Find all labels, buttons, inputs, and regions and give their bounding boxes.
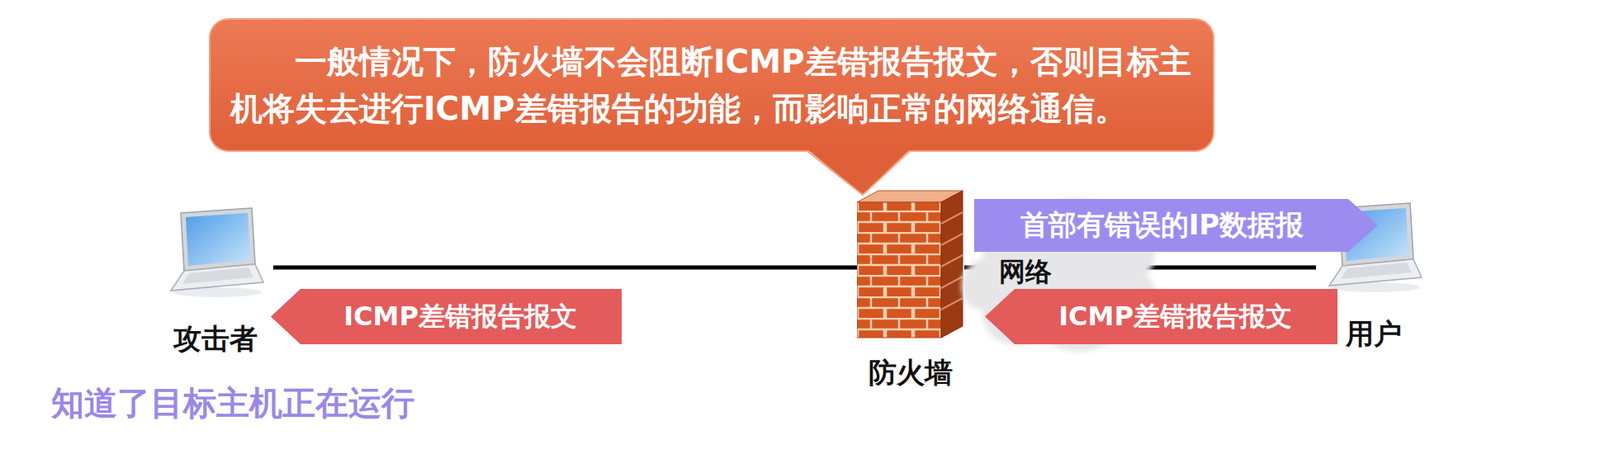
banner-text: ICMP差错报告报文 xyxy=(1058,298,1293,336)
banner-node: 首部有错误的IP数据报 xyxy=(974,198,1378,252)
cloud-text: 网络 xyxy=(998,254,1052,291)
laptop-lid xyxy=(180,208,256,271)
arrow-banner-body xyxy=(984,288,1338,345)
callout-pointer-body xyxy=(807,149,910,195)
laptop-icon xyxy=(165,206,266,299)
banner-node: ICMP差错报告报文 xyxy=(984,288,1338,345)
wall-side xyxy=(941,190,963,338)
callout-pointer-edge xyxy=(807,151,910,195)
callout-node: 一般情况下，防火墙不会阻断ICMP差错报告报文，否则目标主机将失去进行ICMP差… xyxy=(208,18,1215,152)
callout-pointer xyxy=(210,149,219,158)
banner-text: ICMP差错报告报文 xyxy=(343,298,578,336)
callout-text: 一般情况下，防火墙不会阻断ICMP差错报告报文，否则目标主机将失去进行ICMP差… xyxy=(230,37,1193,133)
wall-front xyxy=(856,202,942,338)
note-text: 知道了目标主机正在运行 xyxy=(51,383,415,423)
laptop-node: 攻击者 xyxy=(157,206,274,359)
laptop-keyboard xyxy=(182,267,254,285)
laptop-base xyxy=(170,264,264,291)
banner-text: 首部有错误的IP数据报 xyxy=(1020,206,1305,245)
link-line xyxy=(273,265,857,270)
laptop-base xyxy=(1329,259,1422,286)
laptop-screen xyxy=(185,213,251,266)
laptop-text: 攻击者 xyxy=(173,320,258,359)
firewall-text: 防火墙 xyxy=(868,354,953,393)
laptop-text: 用户 xyxy=(1345,315,1402,354)
firewall-node: 防火墙 xyxy=(856,189,965,393)
laptop-keyboard xyxy=(1340,262,1412,280)
banner-node: ICMP差错报告报文 xyxy=(270,288,622,345)
arrow-banner-body xyxy=(270,288,622,345)
arrow-banner-body xyxy=(974,198,1378,252)
firewall-icon xyxy=(856,189,965,340)
wall-side-mortar xyxy=(941,212,963,310)
